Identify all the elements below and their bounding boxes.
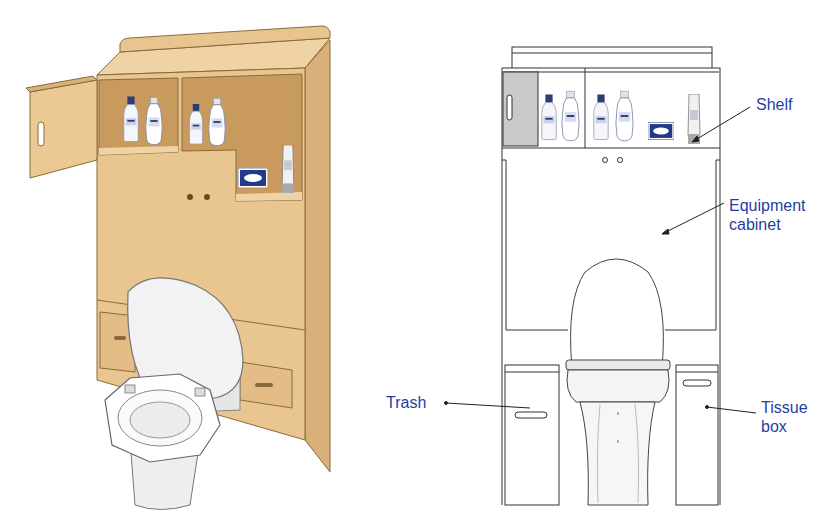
cabinet-label: Equipment cabinet bbox=[729, 196, 813, 234]
leader-lines bbox=[445, 107, 757, 413]
front-view-cabinet bbox=[502, 47, 720, 505]
front-view-toilet bbox=[566, 259, 670, 505]
tissue-label: Tissue box bbox=[761, 398, 813, 436]
trash-label: Trash bbox=[386, 393, 426, 412]
perspective-cabinet bbox=[26, 26, 330, 510]
shelf-label: Shelf bbox=[756, 95, 792, 114]
